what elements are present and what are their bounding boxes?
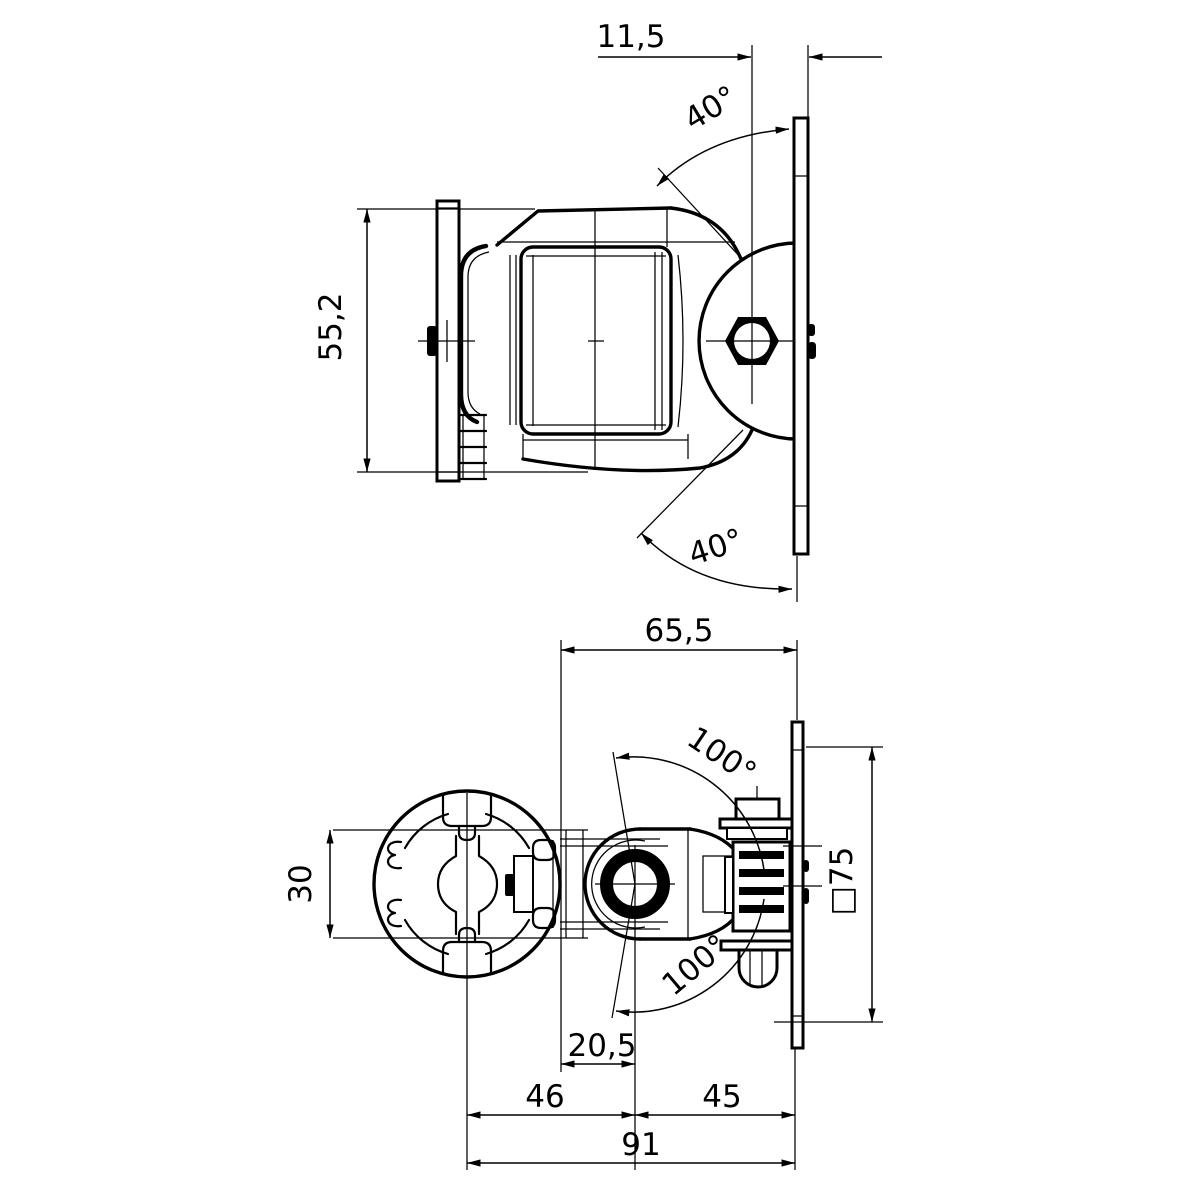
bottom-housing xyxy=(521,428,754,473)
top-housing xyxy=(459,206,743,261)
dim-center-to-pivot: 46 xyxy=(467,1079,635,1119)
dim-pivot-to-wall: 45 xyxy=(635,1079,795,1119)
profile-clamp xyxy=(505,838,557,930)
plate-square-dim-label: □75 xyxy=(824,847,860,916)
profile-width-dim-label: 30 xyxy=(283,864,319,903)
tilt-up-angle-label: 40° xyxy=(678,79,744,138)
swivel-arm xyxy=(560,827,738,941)
pivot-to-wall-dim-label: 45 xyxy=(702,1079,741,1115)
extrusion-profile xyxy=(333,789,588,979)
ball-housing-dome xyxy=(697,241,800,441)
speaker-body xyxy=(519,208,684,470)
center-to-pivot-dim-label: 46 xyxy=(525,1079,564,1115)
dim-plate-offset: 11,5 xyxy=(596,19,882,404)
tilt-down-angle-label: 40° xyxy=(684,522,747,573)
dim-pivot-offset: 20,5 xyxy=(561,1028,637,1068)
dim-plate-square: □75 xyxy=(774,746,883,1023)
plate-clamp-hook xyxy=(458,243,517,481)
clamp-adjust-teeth xyxy=(459,413,488,481)
speaker-plate xyxy=(418,199,475,483)
swivel-upper-angle-label: 100° xyxy=(681,720,763,792)
dim-plate-offset-label: 11,5 xyxy=(596,19,665,55)
dim-total-depth: 91 xyxy=(467,1127,795,1167)
wall-plate-top xyxy=(783,720,822,1050)
dim-profile-width: 30 xyxy=(283,830,334,938)
dim-height: 55,2 xyxy=(313,208,588,473)
hex-nut xyxy=(706,317,800,365)
height-dim-label: 55,2 xyxy=(313,292,349,361)
side-view-drawing: 11,5 40° 55,2 40° xyxy=(313,19,882,602)
top-view-drawing: 65,5 100° 30 □75 100° xyxy=(283,613,883,1170)
wall-plate-side xyxy=(792,116,816,556)
depth-dim-label: 65,5 xyxy=(644,613,713,649)
dim-depth: 65,5 xyxy=(560,613,798,1072)
total-depth-dim-label: 91 xyxy=(621,1127,660,1163)
pivot-offset-dim-label: 20,5 xyxy=(567,1028,636,1064)
dim-tilt-down: 40° xyxy=(636,429,798,602)
